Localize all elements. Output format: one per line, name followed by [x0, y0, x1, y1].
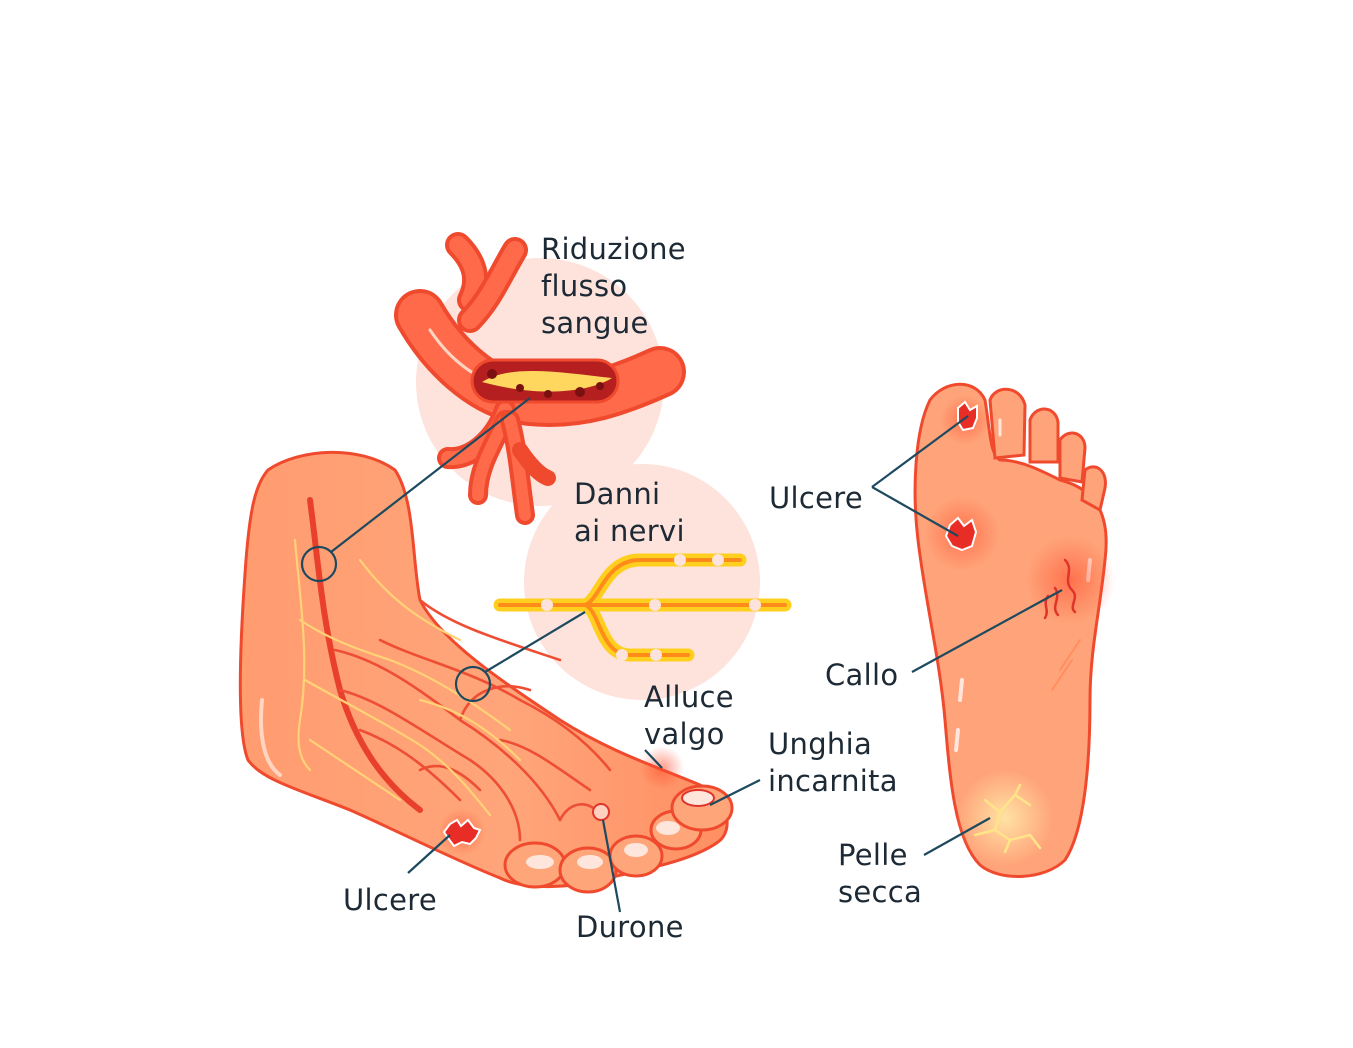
label-dry-skin: Pelle secca [838, 837, 922, 911]
label-blood-flow-line-1: Riduzione [541, 231, 686, 268]
label-ingrown-nail-line-2: incarnita [768, 763, 898, 800]
corn-mark [593, 804, 609, 820]
sole-foot [915, 384, 1115, 876]
label-blood-flow-reduction: Riduzione flusso sangue [541, 231, 686, 342]
label-ingrown-nail-line-1: Unghia [768, 726, 898, 763]
label-blood-flow-line-2: flusso [541, 268, 686, 305]
label-ulcer-side: Ulcere [343, 882, 437, 919]
label-dry-skin-line-1: Pelle [838, 837, 922, 874]
label-bunion: Alluce valgo [644, 679, 734, 753]
label-corn-text: Durone [576, 909, 684, 946]
label-nerve-damage-line-1: Danni [574, 476, 685, 513]
label-nerve-damage-line-2: ai nervi [574, 513, 685, 550]
label-blood-flow-line-3: sangue [541, 305, 686, 342]
label-callus-text: Callo [825, 657, 898, 694]
label-bunion-line-1: Alluce [644, 679, 734, 716]
label-corn: Durone [576, 909, 684, 946]
label-nerve-damage: Danni ai nervi [574, 476, 685, 550]
label-ulcer-sole-text: Ulcere [769, 480, 863, 517]
label-bunion-line-2: valgo [644, 716, 734, 753]
label-dry-skin-line-2: secca [838, 874, 922, 911]
label-ulcer-sole: Ulcere [769, 480, 863, 517]
label-callus: Callo [825, 657, 898, 694]
label-ulcer-side-text: Ulcere [343, 882, 437, 919]
label-ingrown-nail: Unghia incarnita [768, 726, 898, 800]
